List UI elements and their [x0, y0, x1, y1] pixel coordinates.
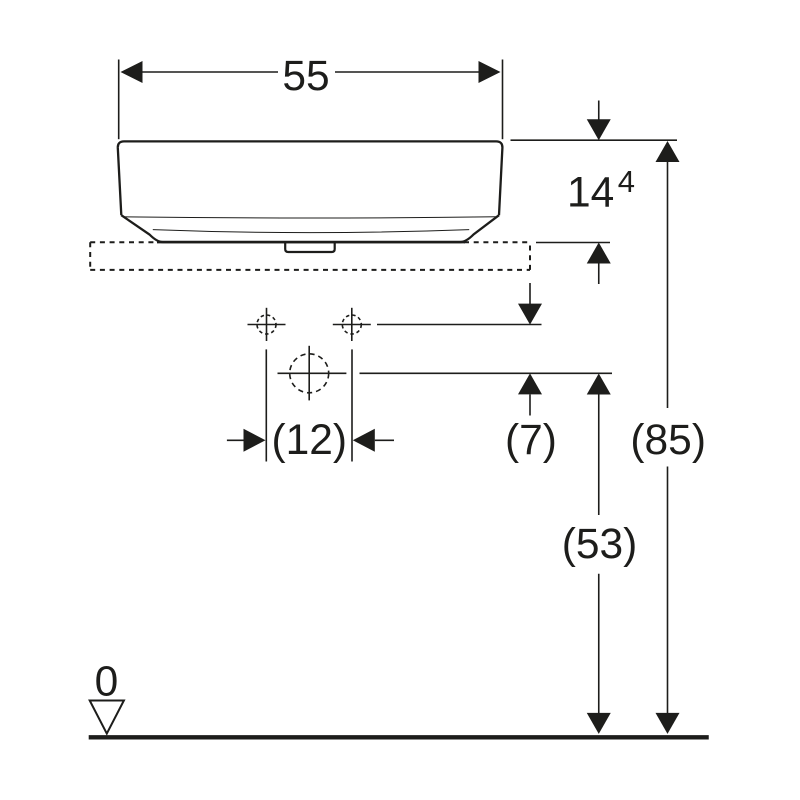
svg-text:0: 0: [95, 659, 119, 706]
svg-text:(85): (85): [630, 417, 706, 464]
svg-text:55: 55: [282, 53, 329, 100]
svg-text:(7): (7): [505, 417, 557, 464]
svg-text:(12): (12): [272, 417, 348, 464]
svg-text:(53): (53): [562, 521, 638, 568]
